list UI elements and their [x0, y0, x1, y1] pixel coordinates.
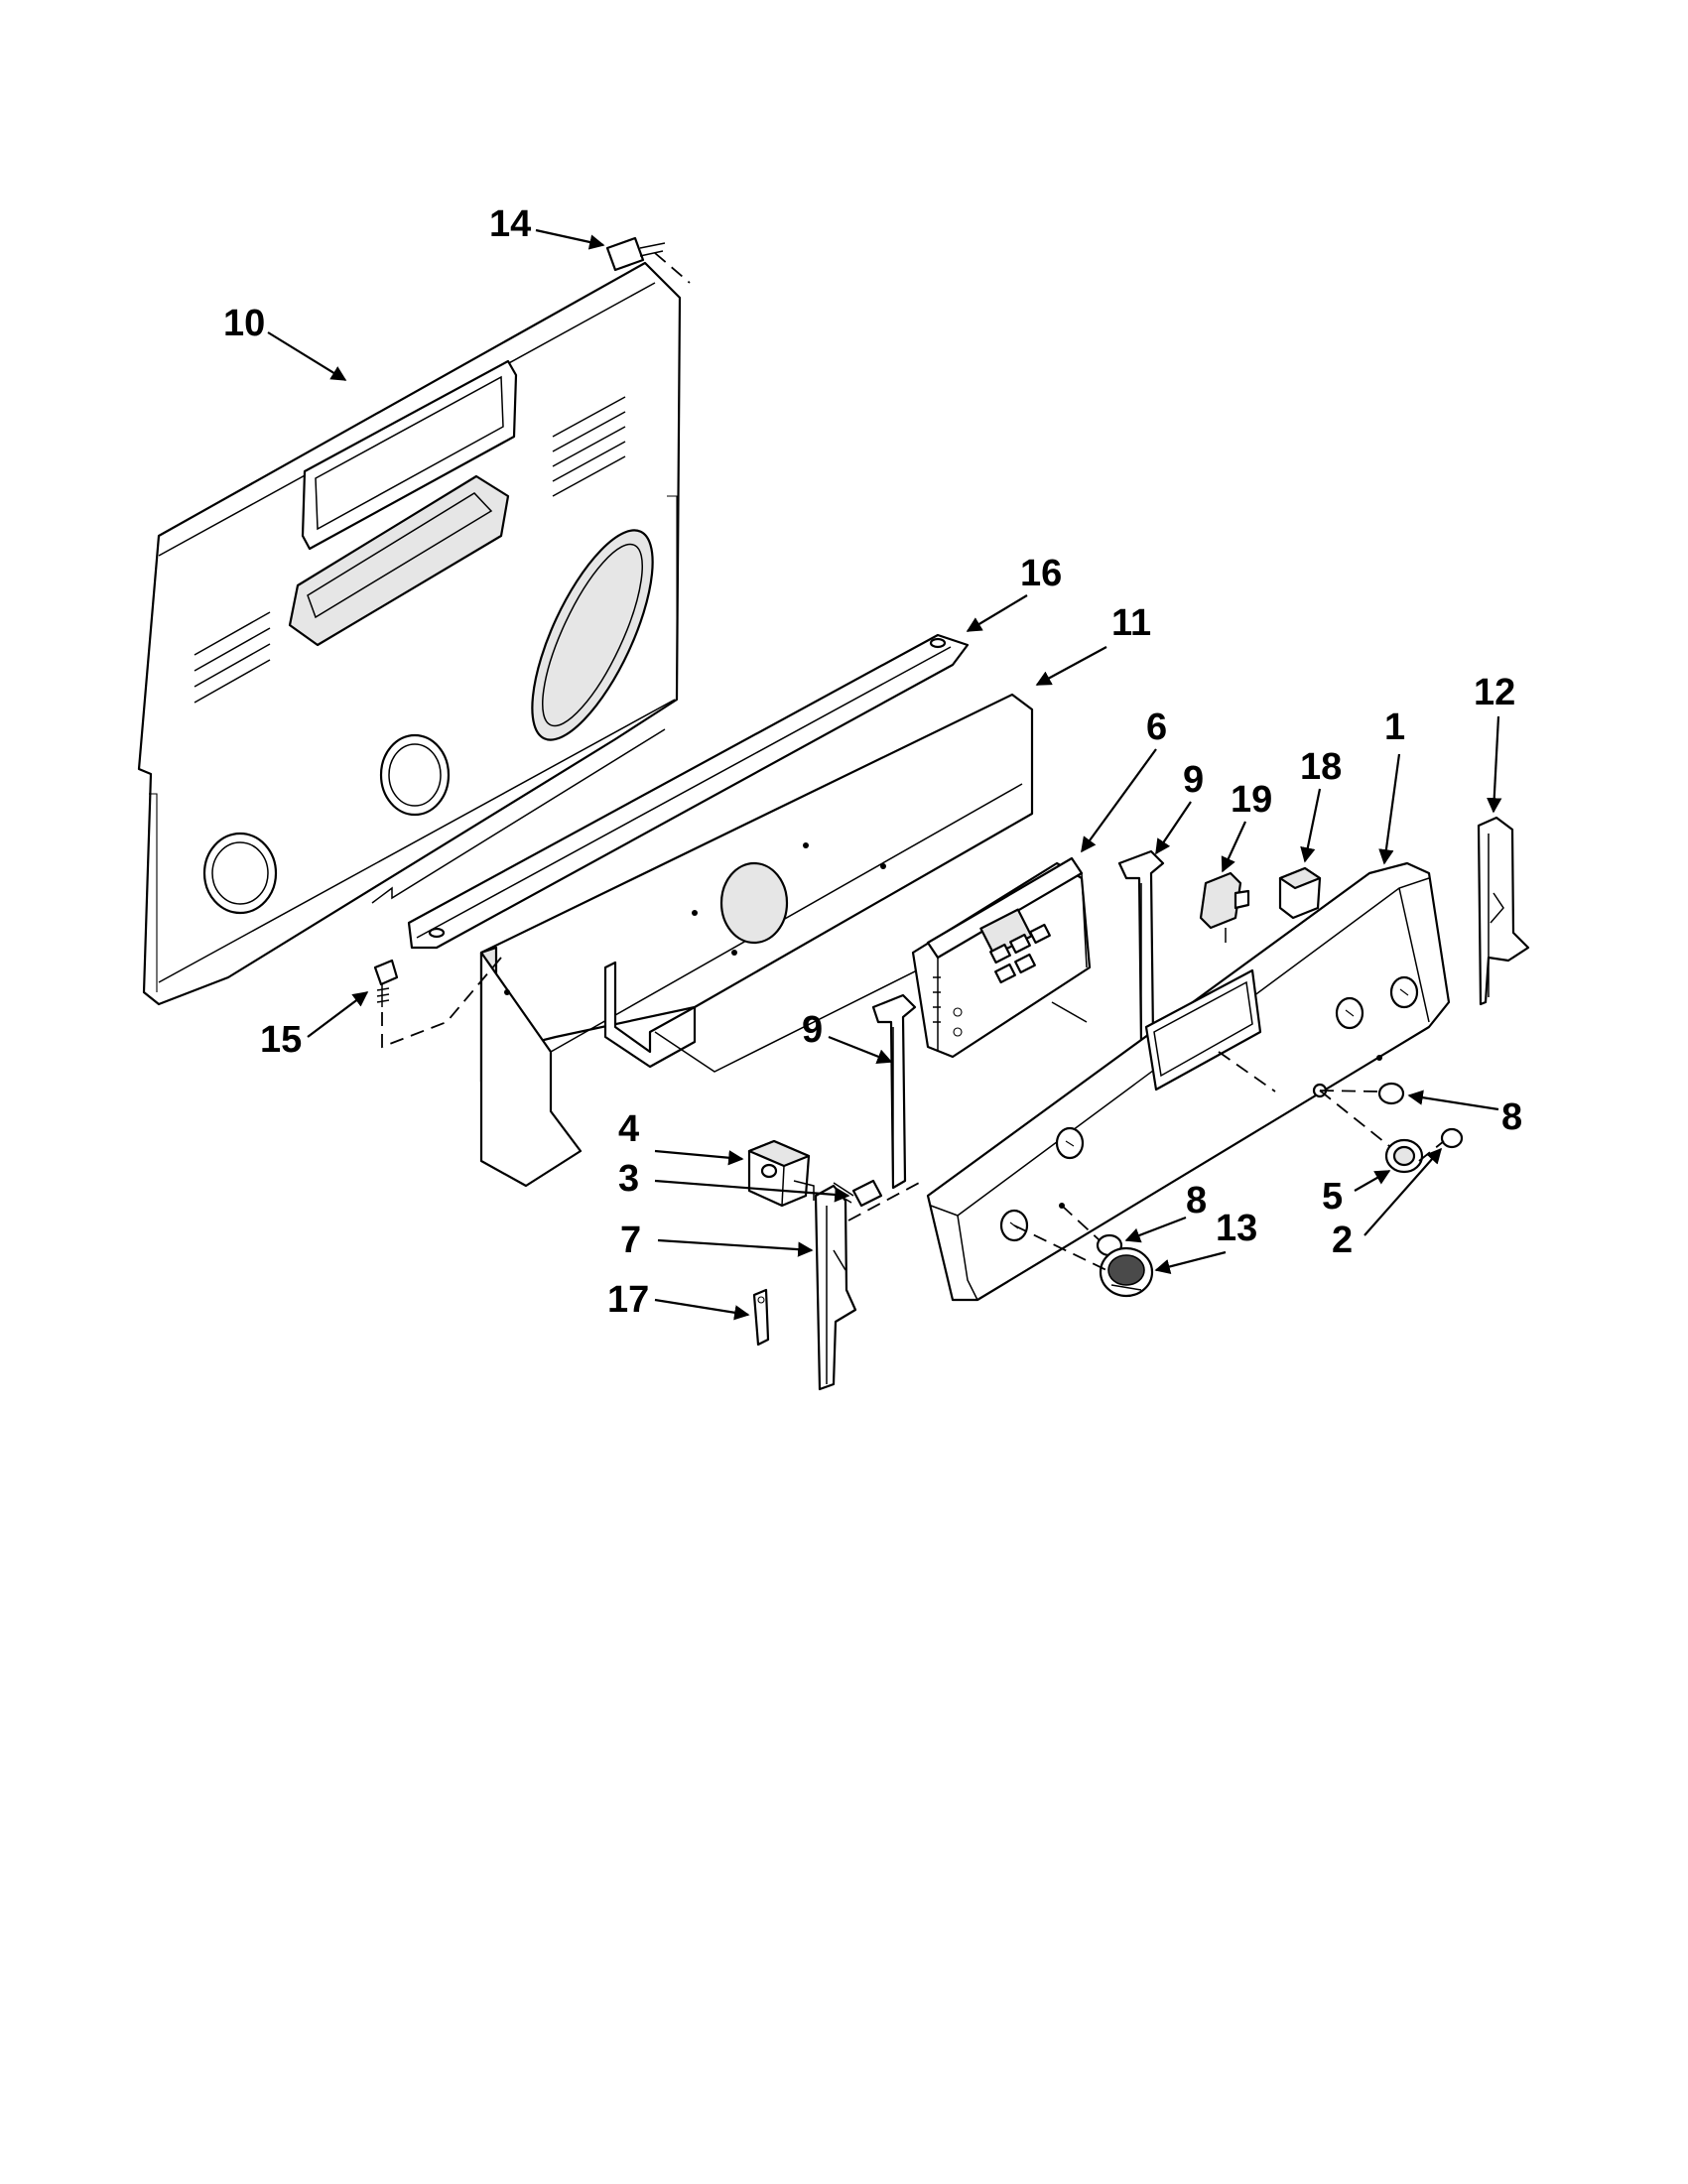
callout-11: 11	[1111, 602, 1151, 644]
control-board-part-6	[911, 856, 1092, 1059]
callout-3: 3	[618, 1158, 639, 1200]
switch-part-19	[1199, 871, 1250, 943]
cap-part-2	[1418, 1127, 1464, 1162]
screw-part-15	[373, 957, 502, 1049]
callouts: 14 10 16 11 6 9 19 18 1 12 15 9 4 3 7 17	[223, 203, 1522, 1321]
callout-9-lower: 9	[802, 1009, 823, 1051]
angle-strip-part-16	[407, 633, 970, 950]
callout-16: 16	[1020, 553, 1062, 594]
screw-part-14	[605, 236, 691, 284]
control-panel-part-1	[926, 861, 1451, 1302]
relay-part-18	[1278, 866, 1322, 920]
end-bracket-part-7	[814, 1180, 924, 1391]
console-bracket-part-11	[479, 693, 1034, 1188]
callout-4: 4	[618, 1108, 639, 1150]
callout-14: 14	[489, 203, 531, 245]
callout-6: 6	[1146, 707, 1167, 748]
callout-8-right: 8	[1501, 1096, 1522, 1138]
callout-1: 1	[1384, 707, 1405, 748]
callout-12: 12	[1474, 672, 1515, 713]
callout-9-upper: 9	[1183, 759, 1204, 801]
callout-18: 18	[1300, 746, 1342, 788]
callout-10: 10	[223, 303, 265, 344]
callout-17: 17	[607, 1279, 649, 1321]
rear-panel-part-10	[137, 261, 682, 1006]
callout-15: 15	[260, 1019, 302, 1061]
callout-8-lower: 8	[1186, 1180, 1207, 1221]
clip-part-17	[752, 1288, 770, 1347]
plug-part-8-right	[1319, 1082, 1405, 1105]
knob-part-5	[1319, 1090, 1424, 1174]
knob-part-13	[1013, 1224, 1154, 1298]
callout-2: 2	[1332, 1220, 1353, 1261]
callout-5: 5	[1322, 1176, 1343, 1218]
callout-13: 13	[1216, 1208, 1257, 1249]
callout-19: 19	[1231, 779, 1272, 821]
bracket-part-9-upper	[1117, 849, 1165, 1046]
end-bracket-part-12	[1477, 816, 1530, 1006]
callout-7: 7	[620, 1220, 641, 1261]
infinite-switch-part-4	[747, 1139, 815, 1208]
bracket-part-9-lower	[871, 993, 917, 1190]
